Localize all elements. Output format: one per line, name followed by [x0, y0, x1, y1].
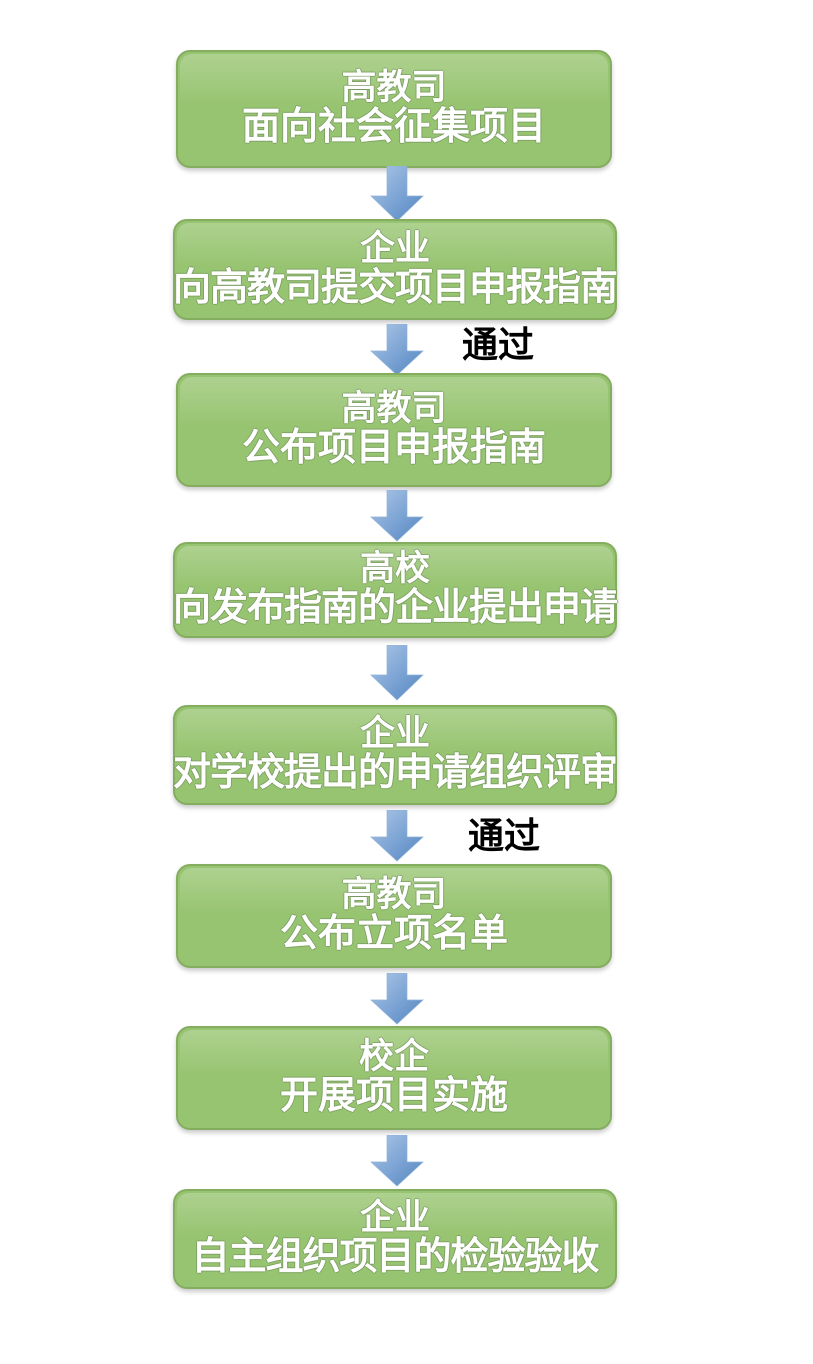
flow-node-2[interactable]: 企业 向高教司提交项目申报指南 [173, 219, 618, 320]
flow-node-1-actor: 高教司 [341, 68, 447, 108]
flow-edge-label-5: 通过 [468, 815, 541, 856]
flow-node-6-actor: 高教司 [341, 875, 447, 915]
flow-arrow-2 [369, 324, 425, 376]
flow-edge-label-2: 通过 [462, 324, 535, 365]
flow-node-1[interactable]: 高教司 面向社会征集项目 [176, 50, 612, 168]
flow-node-5[interactable]: 企业 对学校提出的申请组织评审 [173, 705, 618, 805]
flow-node-3-action: 公布项目申报指南 [241, 427, 546, 470]
flow-arrow-7 [369, 1135, 425, 1187]
flow-node-8[interactable]: 企业 自主组织项目的检验验收 [173, 1189, 617, 1289]
flow-node-2-action: 向高教司提交项目申报指南 [173, 266, 618, 309]
flow-node-6[interactable]: 高教司 公布立项名单 [176, 864, 612, 968]
flow-arrow-6 [369, 973, 425, 1025]
flow-node-4-action: 向发布指南的企业提出申请 [173, 587, 618, 630]
flow-node-8-action: 自主组织项目的检验验收 [191, 1236, 599, 1279]
flow-node-4[interactable]: 高校 向发布指南的企业提出申请 [173, 542, 618, 638]
flow-node-2-actor: 企业 [359, 228, 430, 268]
flow-node-8-actor: 企业 [359, 1198, 430, 1238]
flow-node-7-actor: 校企 [358, 1037, 429, 1077]
flow-node-5-action: 对学校提出的申请组织评审 [173, 752, 618, 795]
flow-node-5-actor: 企业 [359, 714, 430, 754]
flow-node-3-actor: 高教司 [341, 389, 447, 429]
flow-arrow-4 [369, 645, 425, 701]
flow-node-4-actor: 高校 [359, 549, 430, 589]
flow-arrow-3 [369, 490, 425, 542]
flow-node-6-action: 公布立项名单 [279, 913, 508, 956]
flow-node-1-action: 面向社会征集项目 [241, 106, 546, 149]
flow-arrow-1 [369, 166, 425, 222]
flow-node-7[interactable]: 校企 开展项目实施 [176, 1026, 612, 1130]
flow-arrow-5 [369, 810, 425, 862]
flow-node-7-action: 开展项目实施 [279, 1075, 508, 1118]
flow-node-3[interactable]: 高教司 公布项目申报指南 [176, 373, 612, 487]
